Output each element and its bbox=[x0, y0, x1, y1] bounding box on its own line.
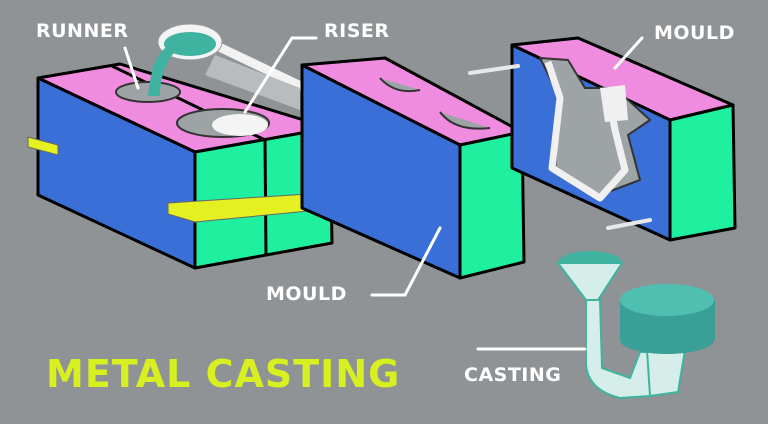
runner-label: RUNNER bbox=[36, 20, 129, 42]
mould-label-top: MOULD bbox=[654, 22, 735, 44]
mould-top-leader bbox=[613, 36, 644, 70]
casting-label: CASTING bbox=[464, 364, 562, 386]
diagram-title: METAL CASTING bbox=[46, 352, 401, 396]
clamped-mould bbox=[27, 62, 341, 270]
right-mould-half bbox=[468, 36, 737, 242]
ladle bbox=[148, 23, 310, 110]
middle-mould-half bbox=[300, 56, 526, 280]
mould-bottom-leader bbox=[370, 226, 442, 297]
runner-leader bbox=[123, 46, 140, 90]
riser-label: RISER bbox=[324, 20, 390, 42]
riser-leader bbox=[243, 36, 318, 114]
casting-part bbox=[555, 251, 715, 400]
mould-label-bottom: MOULD bbox=[266, 283, 347, 305]
leader-lines bbox=[123, 36, 644, 351]
